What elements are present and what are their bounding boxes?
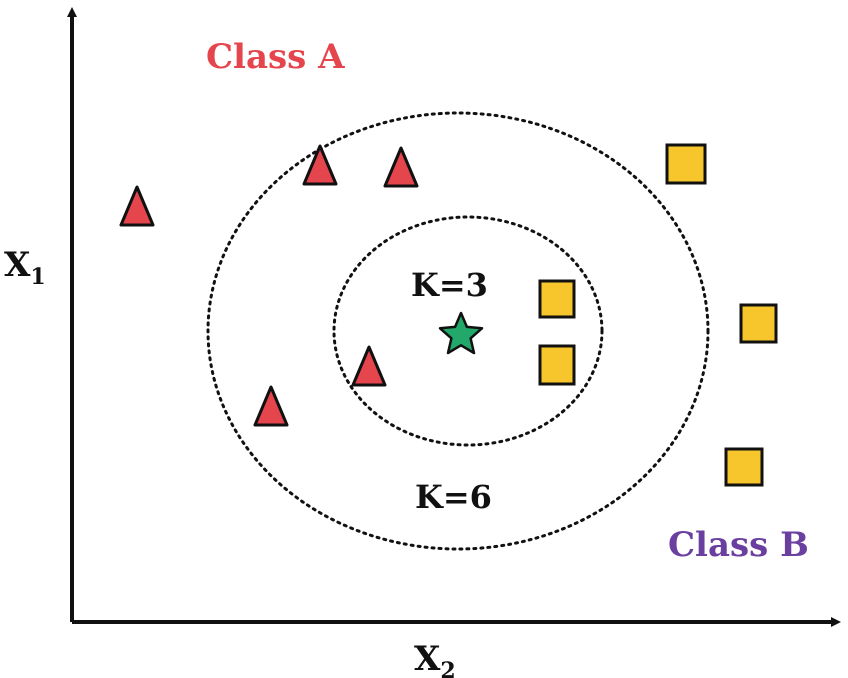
square-icon: [665, 143, 707, 185]
triangle-icon: [253, 385, 289, 427]
triangle-icon: [351, 345, 387, 387]
star-icon: [438, 311, 484, 355]
k3-label: K=3: [411, 266, 488, 304]
k3-circle: [332, 215, 604, 447]
class-b-points: [538, 143, 778, 487]
square-icon: [739, 303, 778, 344]
class-a-label: Class A: [206, 37, 345, 77]
k6-label: K=6: [415, 478, 492, 516]
square-icon: [724, 447, 764, 487]
triangle-icon: [302, 144, 338, 186]
square-icon: [538, 279, 576, 319]
class-b-label: Class B: [668, 525, 809, 565]
class-a-points: [119, 144, 419, 427]
y-axis-label-base: X: [4, 245, 31, 285]
x-axis-label-subscript: 2: [440, 658, 455, 678]
square-icon: [538, 344, 576, 386]
x-axis-label-base: X: [414, 639, 441, 678]
triangle-icon: [119, 185, 155, 227]
y-axis-label-subscript: 1: [30, 264, 45, 290]
k6-circle: [206, 111, 710, 551]
triangle-icon: [383, 146, 419, 188]
y-axis-label: X1: [4, 245, 46, 290]
x-axis-label: X2: [414, 639, 456, 678]
